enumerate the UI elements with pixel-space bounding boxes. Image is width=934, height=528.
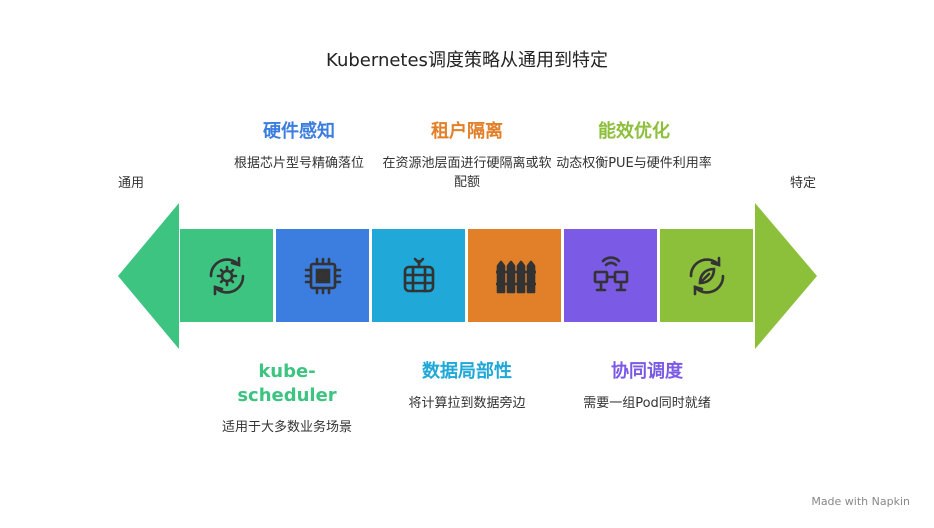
database-icon [403,257,434,292]
chip-icon [304,257,341,294]
gear-cycle-icon [209,256,244,295]
bottom-block-kube: kube-scheduler 适用于大多数业务场景 [202,360,372,437]
left-end-label: 通用 [117,176,144,191]
heading-energy-optimization: 能效优化 [598,121,670,142]
network-nodes-icon [593,255,628,291]
desc-energy-optimization: 动态权衡PUE与硬件利用率 [556,156,712,171]
desc-tenant-isolation: 在资源池层面进行硬隔离或软配额 [382,156,552,190]
heading-data-locality: 数据局部性 [422,361,512,382]
top-block-tenant: 租户隔离 在资源池层面进行硬隔离或软配额 [382,120,552,192]
segment-tenant-isolation [468,229,561,322]
fence-icon [495,260,536,293]
watermark-text: Made with Napkin [811,495,910,508]
segment-co-scheduling [564,229,657,322]
desc-data-locality: 将计算拉到数据旁边 [408,396,526,411]
bottom-block-locality: 数据局部性 将计算拉到数据旁边 [382,360,552,413]
segment-energy-optimization [660,229,753,322]
desc-co-scheduling: 需要一组Pod同时就绪 [583,396,711,411]
heading-tenant-isolation: 租户隔离 [431,121,503,142]
desc-kube-scheduler: 适用于大多数业务场景 [221,420,352,435]
left-arrowhead [118,203,179,349]
right-arrowhead [755,203,817,349]
top-block-energy: 能效优化 动态权衡PUE与硬件利用率 [549,120,719,173]
heading-kube-scheduler: kube-scheduler [237,361,337,406]
bottom-block-co: 协同调度 需要一组Pod同时就绪 [562,360,732,413]
segment-data-locality [372,229,465,322]
segment-hardware-aware [276,229,369,322]
top-block-hardware: 硬件感知 根据芯片型号精确落位 [214,120,384,173]
leaf-cycle-icon [689,256,724,295]
page-title: Kubernetes调度策略从通用到特定 [326,50,608,71]
spectrum-arrow [118,203,817,349]
segment-kube-scheduler [180,229,273,322]
napkin-watermark: Made with Napkin [811,495,910,508]
right-end-label: 特定 [789,176,816,191]
heading-hardware-aware: 硬件感知 [263,121,335,142]
heading-co-scheduling: 协同调度 [611,361,683,382]
desc-hardware-aware: 根据芯片型号精确落位 [233,156,364,171]
